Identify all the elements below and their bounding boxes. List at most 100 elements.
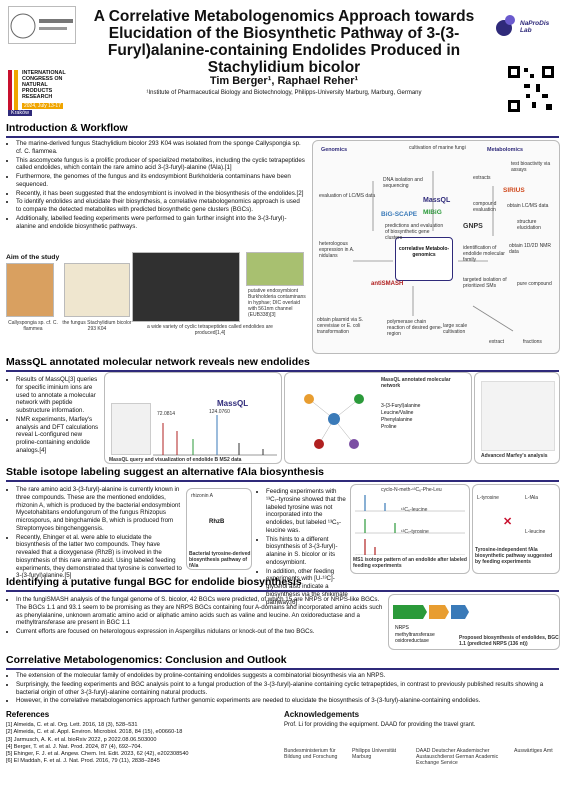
workflow-step: heterologous expression in A. nidulans: [319, 241, 355, 259]
massql-query-panel: MassQL 72.0814 124.0760 MassQL query and…: [104, 372, 282, 464]
workflow-step: fractions: [523, 339, 542, 345]
massql-logo: MassQL: [217, 399, 249, 408]
acknowledgements-text: Prof. Li for providing the equipment. DA…: [284, 722, 476, 728]
workflow-step: obtain plasmid via S. cerevisiae or E. c…: [317, 317, 364, 335]
bgc-bullet: Current efforts are focused on heterolog…: [16, 628, 384, 636]
workflow-step: obtain 1D/2D NMR data: [509, 243, 551, 255]
conclusion-bullet: Surprisingly, the feeding experiments an…: [16, 681, 559, 697]
gnps-logo: GNPS: [463, 223, 483, 230]
bgc-legend: NRPS methyltransferase oxidoreductase: [395, 625, 435, 645]
correlative-metabologenomics-node: correlative Metabolo-genomics: [395, 237, 453, 281]
massql-bullets: Results of MassQL[3] queries for specifi…: [6, 376, 104, 456]
ms1-isotope-figure: cyclo-N-meth-¹³C₆-Phe-Leu ¹³C₆-leucine ¹…: [350, 484, 470, 574]
ms-panel-label: ¹³C₆-leucine: [401, 507, 428, 513]
cross-icon: ✕: [503, 516, 513, 528]
peak-label: 124.0760: [209, 409, 230, 415]
reference-item: [2] Almeida, C. et al. Appl. Environ. Mi…: [6, 729, 183, 736]
antismash-logo: antiSMASH: [371, 281, 404, 287]
authors: Tim Berger¹, Raphael Reher¹: [209, 75, 359, 87]
mibig-logo: MIBiG: [423, 209, 442, 216]
conference-line: RESEARCH: [22, 94, 53, 101]
microscopy-image: [132, 252, 240, 322]
isotope-bullet: Feeding experiments with ¹³C₇-tyrosine s…: [266, 488, 348, 535]
massql-query-caption: MassQL query and visualization of endoli…: [109, 457, 242, 463]
workflow-step: DNA isolation and sequencing: [383, 177, 423, 189]
isotope-bullet: In addition, other feeding experiments w…: [266, 568, 348, 607]
marfey-caption: Advanced Marfey's analysis: [481, 453, 548, 459]
bgc-caption: Proposed biosynthesis of endolides, BGC …: [459, 635, 559, 647]
legend-item: 3-(3-Furyl)alanine: [381, 403, 421, 409]
intro-bullet: To identify endolides and elucidate thei…: [16, 198, 306, 214]
lab-logo: NaProDis Lab: [494, 8, 556, 48]
conference-line: NATURAL: [22, 82, 48, 89]
peak-label: 72.0814: [157, 411, 176, 417]
legend-item: NRPS: [395, 625, 409, 631]
workflow-step: targeted isolation of prioritized SMs: [463, 277, 507, 289]
legend-item: Leucine/Valine: [381, 410, 414, 416]
compound-label: L-tyrosine: [477, 495, 499, 501]
qr-code[interactable]: [506, 64, 556, 114]
enzyme-label: RhzB: [209, 519, 225, 525]
workflow-step: compound evaluation: [473, 201, 497, 213]
bacterial-pathway-caption: Bacterial tyrosine-derived biosynthesis …: [189, 551, 251, 569]
massql-bullet: NMR experiments, Marfey's analysis and D…: [16, 416, 104, 455]
aim-label: Aim of the study: [6, 254, 60, 261]
legend-item: oxidoreductase: [395, 638, 429, 644]
intro-bullet: The marine-derived fungus Stachylidium b…: [16, 140, 306, 156]
reference-item: [4] Berger, T. et al. J. Nat. Prod. 2024…: [6, 743, 143, 750]
ms1-caption: MS1 isotope pattern of an endolide after…: [353, 557, 467, 569]
bacterial-pathway-figure: rhizonin A RhzB Bacterial tyrosine-deriv…: [186, 488, 252, 570]
workflow-step: pure compound: [517, 281, 552, 287]
section-divider: [6, 480, 559, 482]
isotope-bullets-right: Feeding experiments with ¹³C₇-tyrosine s…: [256, 488, 348, 607]
workflow-step: evaluation of LC/MS data: [319, 193, 376, 199]
conference-date: 2024, July 13-17: [22, 103, 63, 109]
workflow-step: polymerase chain reaction of desired gen…: [387, 319, 443, 337]
legend-item: Proline: [381, 424, 397, 430]
conference-line: CONGRESS ON: [22, 76, 63, 83]
bgc-bullets: In the fungiSMASH analysis of the fungal…: [6, 596, 384, 637]
section-divider: [6, 590, 559, 592]
conclusion-bullet: However, in the correlative metabologeno…: [16, 697, 559, 705]
university-seal-logo: [8, 6, 76, 44]
reference-item: [6] El Maddah, F. et al. J. Nat. Prod. 2…: [6, 758, 160, 765]
endosymbiont-image: [246, 252, 304, 286]
molecular-network-panel: MassQL annotated molecular network 3-(3-…: [284, 372, 472, 464]
sponge-caption: Callyspongia sp. cf. C. flammea: [8, 320, 58, 332]
workflow-step: large scale cultivation: [443, 323, 468, 335]
ms2-spectrum: [153, 415, 277, 456]
proposed-pathway-caption: Tyrosine-independent fAla biosynthetic p…: [475, 547, 553, 565]
references-list: [1] Almeida, C. et al. Org. Lett. 2016, …: [6, 722, 276, 766]
reference-item: [5] Ehinger, F. J. et al. Angew. Chem. I…: [6, 751, 189, 758]
acknowledgements-title: Acknowledgements: [284, 710, 360, 719]
endosymbiont-caption: putative endosymbiont Burkholderia conta…: [248, 288, 306, 318]
ms-panel-label: ¹³C₇-tyrosine: [401, 529, 429, 535]
workflow-diagram: Genomics Metabolomics correlative Metabo…: [312, 140, 560, 354]
network-legend: 3-(3-Furyl)alanine Leucine/Valine Phenyl…: [381, 403, 420, 431]
bigscape-logo: BiG-SCAPE: [381, 211, 418, 218]
legend-item: Phenylalanine: [381, 417, 413, 423]
sponge-photo: [6, 263, 54, 317]
workflow-step: test bioactivity via assays: [511, 161, 551, 173]
network-caption: MassQL annotated molecular network: [381, 377, 451, 389]
conclusion-bullets: The extension of the molecular family of…: [6, 672, 559, 706]
intro-bullet: This ascomycete fungus is a prolific pro…: [16, 157, 306, 173]
intro-bullet: Furthermore, the genomes of the fungus a…: [16, 173, 306, 189]
workflow-step: cultivation of marine fungi: [409, 145, 466, 151]
isotope-bullets-left: The rare amino acid 3-(3-furyl)-alanine …: [6, 486, 184, 581]
massql-bullet: Results of MassQL[3] queries for specifi…: [16, 376, 104, 415]
conference-line: PRODUCTS: [22, 88, 53, 95]
affiliation: ¹Institute of Pharmaceutical Biology and…: [146, 90, 422, 96]
workflow-step: extract: [489, 339, 505, 345]
sirius-logo: SIRIUS: [503, 187, 525, 194]
conclusion-title: Correlative Metabologenomics: Conclusion…: [6, 654, 287, 666]
conference-logo: INTERNATIONAL CONGRESS ON NATURAL PRODUC…: [8, 70, 76, 116]
gene-cluster-arrows: [393, 605, 469, 619]
compound-label: rhizonin A: [191, 493, 213, 499]
workflow-arrows: [353, 171, 514, 332]
workflow-step: identification of endolide molecular fam…: [463, 245, 505, 263]
fungus-caption: the fungus Stachylidium bicolor 293 K04: [62, 320, 132, 332]
poster-header: INTERNATIONAL CONGRESS ON NATURAL PRODUC…: [0, 0, 566, 120]
isotope-bullet: This hints to a different biosynthesis o…: [266, 536, 348, 567]
compound-label: L-leucine: [525, 529, 546, 535]
